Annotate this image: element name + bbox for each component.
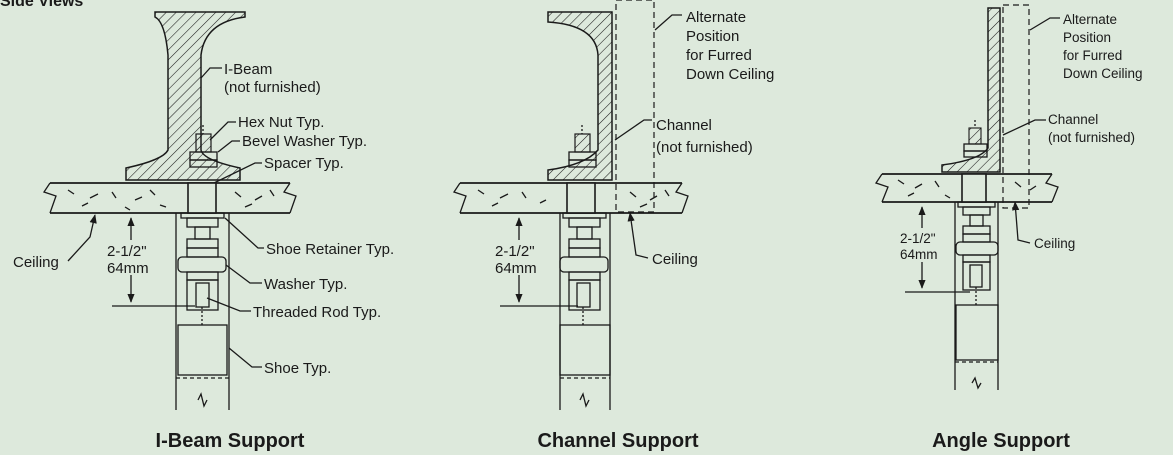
ibeam-leaders <box>67 67 264 368</box>
label-spacer: Spacer Typ. <box>264 155 344 172</box>
ibeam-shape <box>125 11 246 181</box>
angle-shape <box>941 7 1001 173</box>
label-dim-mm-channel: 64mm <box>495 260 537 277</box>
label-dim-inch-angle: 2-1/2" <box>900 231 936 246</box>
bevel-washer <box>189 159 218 168</box>
caption-channel: Channel Support <box>537 430 698 452</box>
label-bevel-washer: Bevel Washer Typ. <box>242 133 367 150</box>
label-shoe: Shoe Typ. <box>264 360 331 377</box>
label-hex-nut: Hex Nut Typ. <box>238 114 324 131</box>
label-position-angle: Position <box>1063 30 1111 45</box>
caption-angle: Angle Support <box>932 430 1070 452</box>
ibeam-support-drawing <box>42 11 297 410</box>
channel-support-drawing <box>452 0 689 410</box>
bolt-top <box>195 133 212 153</box>
label-ceiling-angle: Ceiling <box>1034 236 1075 251</box>
alternate-position-outline <box>615 0 655 213</box>
angle-support-drawing <box>874 4 1059 390</box>
label-channel-not-furnished-angle: (not furnished) <box>1048 130 1135 145</box>
channel-shape <box>547 11 613 181</box>
label-ceiling-ibeam: Ceiling <box>13 254 59 271</box>
label-shoe-retainer: Shoe Retainer Typ. <box>266 241 394 258</box>
shoe <box>177 324 228 376</box>
label-dim-inch-channel: 2-1/2" <box>495 243 535 260</box>
alternate-position-outline-angle <box>1002 4 1030 209</box>
channel-leaders <box>614 14 682 259</box>
header-title: Side Views <box>0 0 83 10</box>
label-alternate-channel: Alternate <box>686 9 746 26</box>
spacer <box>187 182 217 214</box>
label-ceiling-channel: Ceiling <box>652 251 698 268</box>
label-threaded-rod: Threaded Rod Typ. <box>253 304 381 321</box>
label-position-channel: Position <box>686 28 739 45</box>
threaded-rod <box>195 282 210 308</box>
label-washer: Washer Typ. <box>264 276 347 293</box>
retainer-nut <box>186 217 219 228</box>
label-furred-angle: for Furred <box>1063 48 1122 63</box>
label-ibeam: I-Beam <box>224 61 272 78</box>
label-dim-mm-ibeam: 64mm <box>107 260 149 277</box>
label-dim-inch-ibeam: 2-1/2" <box>107 243 147 260</box>
label-dim-mm-angle: 64mm <box>900 247 938 262</box>
label-down-ceiling-channel: Down Ceiling <box>686 66 774 83</box>
washer <box>177 256 227 273</box>
label-channel: Channel <box>656 117 712 134</box>
ceiling-slab <box>42 182 297 214</box>
label-channel-not-furnished: (not furnished) <box>656 139 753 156</box>
angle-leaders <box>1002 17 1060 244</box>
label-ibeam-not-furnished: (not furnished) <box>224 79 321 96</box>
label-alternate-angle: Alternate <box>1063 12 1117 27</box>
label-down-ceiling-angle: Down Ceiling <box>1063 66 1143 81</box>
caption-ibeam: I-Beam Support <box>156 430 305 452</box>
label-furred-channel: for Furred <box>686 47 752 64</box>
label-channel-angle: Channel <box>1048 112 1098 127</box>
